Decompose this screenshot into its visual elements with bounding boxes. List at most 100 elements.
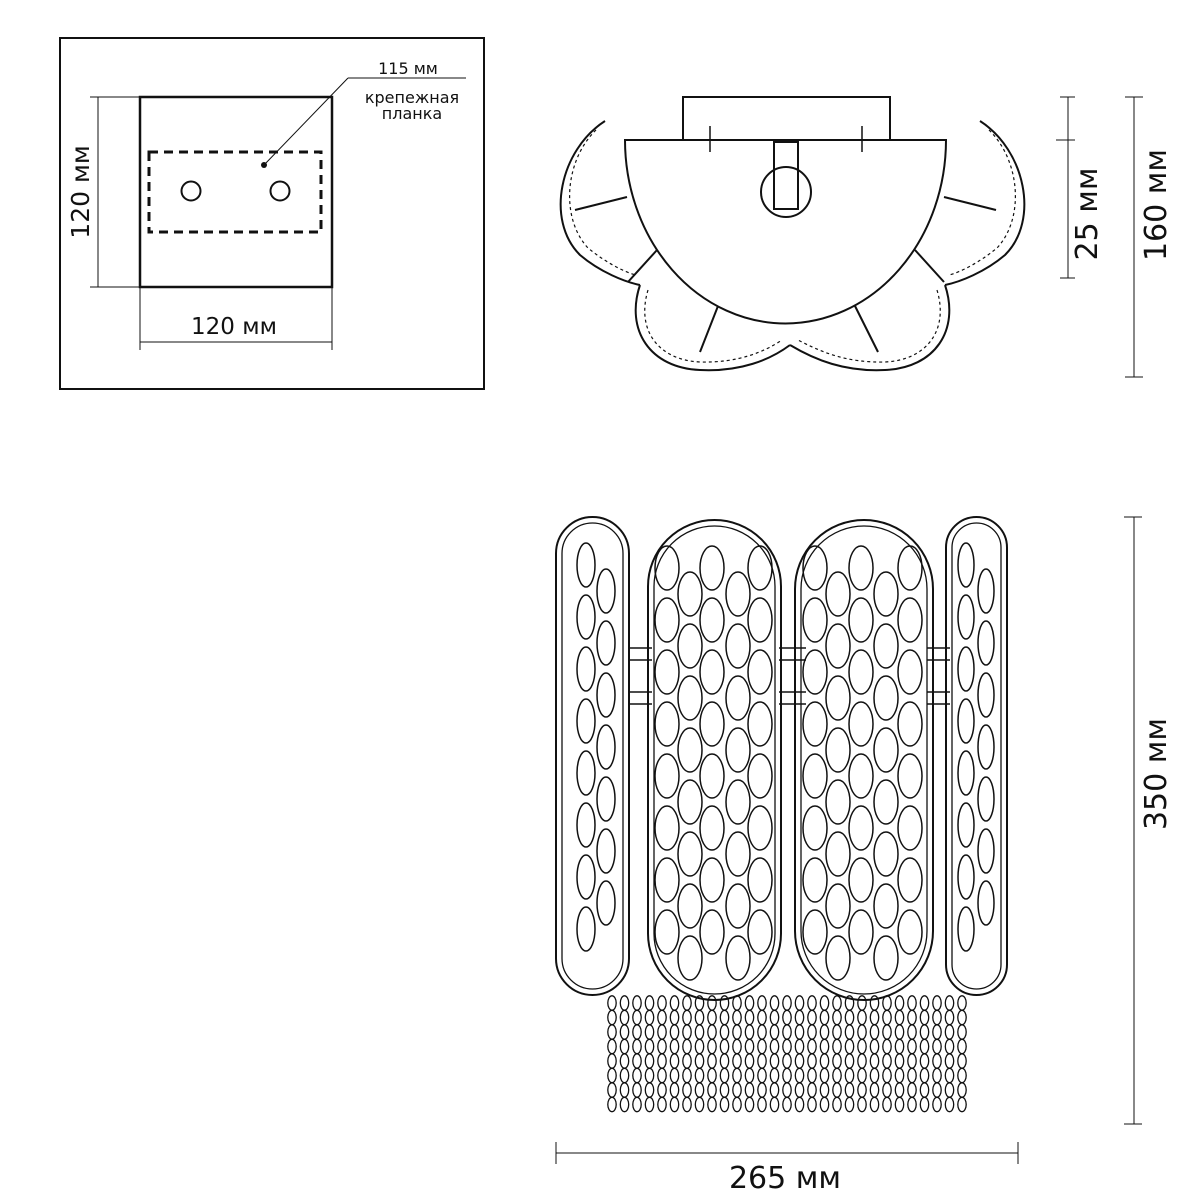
glass-panel-inner-3: [800, 525, 928, 995]
crystal-bead: [732, 1009, 742, 1026]
crystal-bead: [619, 1009, 630, 1026]
crystal-bead: [907, 1096, 917, 1113]
glass-dimple: [677, 935, 703, 981]
crystal-bead: [819, 1096, 830, 1113]
crystal-bead: [832, 1024, 842, 1040]
crystal-bead: [657, 1096, 667, 1113]
glass-dimple: [977, 672, 995, 718]
glass-dimple: [977, 880, 995, 926]
crystal-bead: [619, 1096, 630, 1113]
crystal-bead: [769, 1082, 780, 1098]
crystal-bead: [619, 1024, 630, 1040]
crystal-bead: [744, 1082, 755, 1098]
glass-dimple: [977, 620, 995, 666]
crystal-bead: [819, 1082, 830, 1098]
glass-dimple: [725, 883, 751, 929]
crystal-bead: [757, 1053, 767, 1069]
glass-dimple: [654, 857, 680, 903]
glass-petal-left: [559, 120, 641, 286]
crystal-bead: [894, 995, 905, 1011]
crystal-bead: [682, 1067, 692, 1084]
glass-dimple: [747, 649, 773, 695]
crystal-bead: [682, 995, 692, 1011]
glass-dimple: [802, 701, 828, 747]
glass-dimple: [897, 545, 923, 591]
crystal-bead: [957, 1096, 967, 1113]
glass-dimple: [977, 724, 995, 770]
crystal-bead: [882, 1024, 892, 1040]
crystal-bead: [907, 1053, 917, 1069]
crystal-bead: [832, 1053, 842, 1069]
crystal-bead: [857, 1082, 867, 1098]
glass-dimple: [825, 935, 851, 981]
crystal-bead: [832, 1009, 842, 1026]
crystal-bead: [932, 1038, 942, 1055]
glass-dimple: [725, 935, 751, 981]
canopy-half-disc: [623, 139, 948, 325]
crystal-bead: [782, 1082, 792, 1098]
crystal-bead: [619, 1038, 630, 1055]
glass-dimple: [802, 909, 828, 955]
crystal-bead: [819, 1053, 830, 1069]
crystal-bead: [644, 995, 655, 1011]
glass-dimple: [802, 597, 828, 643]
glass-dimple: [596, 776, 616, 822]
crystal-bead: [907, 995, 917, 1011]
glass-dimple: [747, 545, 773, 591]
glass-dimple: [957, 750, 975, 796]
crystal-bead: [707, 995, 717, 1011]
crystal-bead: [932, 1082, 942, 1098]
crystal-bead: [907, 1082, 917, 1098]
glass-panel-4: [945, 516, 1008, 996]
glass-petal-right: [944, 120, 1026, 286]
crystal-bead: [957, 1038, 967, 1055]
crystal-bead: [857, 995, 867, 1011]
glass-dimple: [654, 701, 680, 747]
glass-panels: [555, 516, 1008, 1001]
mount-plate-detail: [59, 37, 485, 390]
crystal-bead: [707, 1009, 717, 1026]
glass-dimple: [873, 935, 899, 981]
crystal-bead: [807, 995, 817, 1011]
glass-dimple: [977, 828, 995, 874]
crystal-bead: [882, 1082, 892, 1098]
glass-dimple: [699, 753, 725, 799]
crystal-bead: [757, 1096, 767, 1113]
crystal-bead: [882, 1038, 892, 1055]
plate-height-label: 120 мм: [66, 145, 95, 238]
crystal-bead: [707, 1082, 717, 1098]
crystal-bead: [632, 1067, 642, 1084]
glass-dimple: [725, 675, 751, 721]
glass-dimple: [677, 727, 703, 773]
glass-dimple: [825, 727, 851, 773]
wall-base: [682, 96, 891, 141]
crystal-bead: [807, 1038, 817, 1055]
crystal-bead: [857, 1096, 867, 1113]
bracket-caption-line1: крепежная: [365, 88, 459, 107]
front-width-label: 265 мм: [729, 1161, 841, 1196]
crystal-bead: [869, 1024, 880, 1040]
glass-dimple: [957, 854, 975, 900]
crystal-bead: [669, 1009, 680, 1026]
crystal-bead: [932, 1096, 942, 1113]
crystal-bead: [769, 1024, 780, 1040]
crystal-bead: [707, 1038, 717, 1055]
glass-dimple: [596, 880, 616, 926]
crystal-bead: [932, 995, 942, 1011]
crystal-bead: [769, 1038, 780, 1055]
glass-dimple: [848, 805, 874, 851]
crystal-bead: [832, 1038, 842, 1055]
glass-panel-inner-4: [951, 522, 1002, 990]
top-depth-dimensions: [1056, 96, 1143, 378]
glass-dimple: [873, 675, 899, 721]
crystal-bead: [682, 1009, 692, 1026]
glass-dimple: [848, 649, 874, 695]
crystal-bead: [707, 1096, 717, 1113]
crystal-bead: [744, 1038, 755, 1055]
crystal-bead: [644, 1096, 655, 1113]
crystal-bead: [657, 1009, 667, 1026]
crystal-bead: [632, 1009, 642, 1026]
screw-hole-left: [180, 180, 202, 202]
crystal-bead: [832, 1096, 842, 1113]
